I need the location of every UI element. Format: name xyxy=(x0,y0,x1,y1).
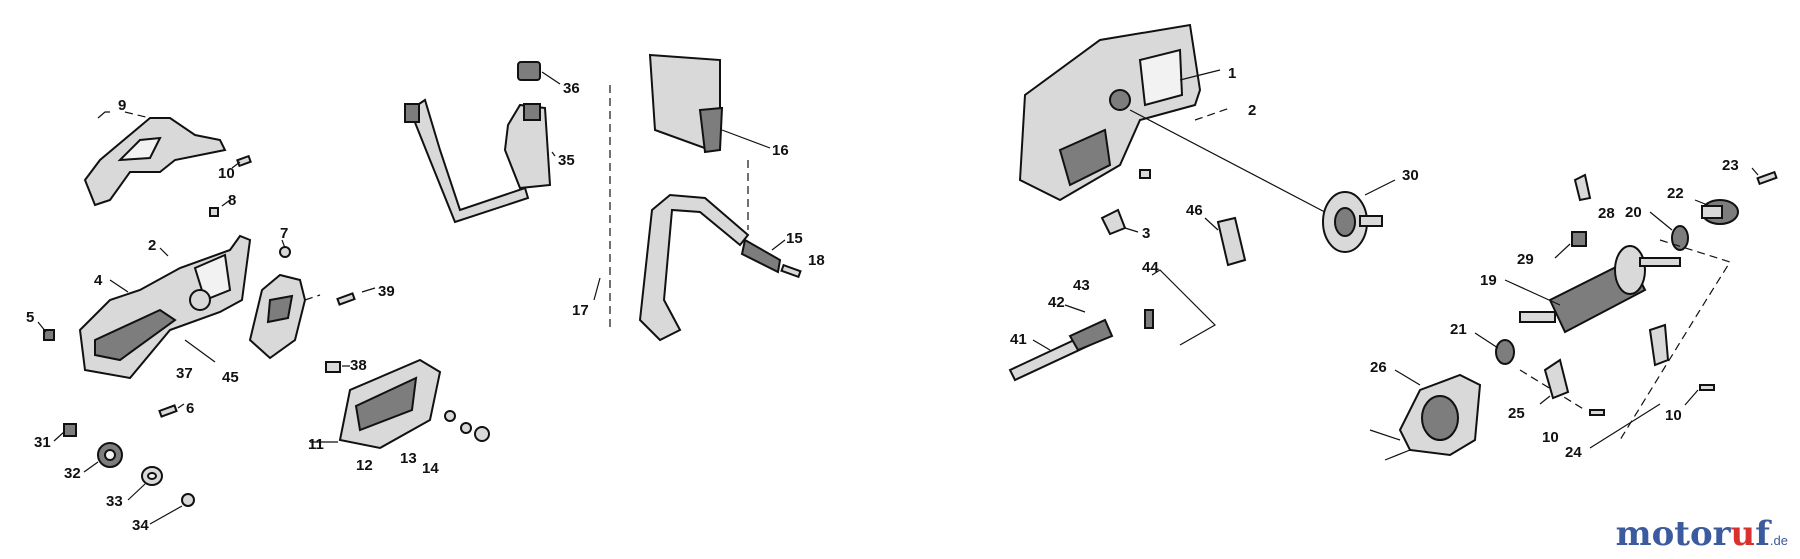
part-label-2-left: 2 xyxy=(148,237,156,254)
part-label-46: 46 xyxy=(1186,202,1203,219)
part-label-28: 28 xyxy=(1598,205,1615,222)
part-label-31: 31 xyxy=(34,434,51,451)
part-31-nut xyxy=(63,423,77,437)
part-39-screw xyxy=(336,292,356,306)
part-28-brush-spring xyxy=(1573,173,1592,202)
part-label-23: 23 xyxy=(1722,157,1739,174)
part-7-nut xyxy=(279,246,291,258)
part-label-17: 17 xyxy=(572,302,589,319)
part-label-24: 24 xyxy=(1565,444,1582,461)
part-label-10-b: 10 xyxy=(1542,429,1559,446)
part-label-22: 22 xyxy=(1667,185,1684,202)
part-2-screw xyxy=(1139,169,1151,179)
part-label-38: 38 xyxy=(350,357,367,374)
watermark-text-f: f xyxy=(1755,514,1770,554)
part-10-screw-c xyxy=(1699,384,1715,391)
part-label-11: 11 xyxy=(308,436,324,453)
part-35-oil-tank xyxy=(408,98,552,224)
part-23-screw xyxy=(1756,170,1778,186)
part-10-screw-b xyxy=(1589,409,1605,416)
part-9-handle-cover xyxy=(83,117,227,207)
part-label-18: 18 xyxy=(808,252,825,269)
part-label-30: 30 xyxy=(1402,167,1419,184)
part-label-8: 8 xyxy=(228,192,236,209)
part-label-32: 32 xyxy=(64,465,81,482)
part-10-screw xyxy=(236,154,252,168)
part-1-motor-housing xyxy=(1018,23,1202,202)
watermark-text-u: u xyxy=(1730,514,1756,554)
part-label-33: 33 xyxy=(106,493,123,510)
motoruf-watermark-logo: motoruf.de xyxy=(1616,517,1788,551)
part-8-screw xyxy=(209,207,219,217)
part-label-12: 12 xyxy=(356,457,373,474)
part-16-chain-guard xyxy=(648,53,724,154)
part-6-screw xyxy=(158,404,178,418)
part-4-housing xyxy=(78,234,252,380)
part-front-handle xyxy=(638,193,782,342)
part-18-bolt xyxy=(780,263,802,279)
part-label-10-a: 10 xyxy=(218,165,235,182)
part-label-2-right: 2 xyxy=(1248,102,1256,119)
part-label-37: 37 xyxy=(176,365,193,382)
part-label-36: 36 xyxy=(563,80,580,97)
part-label-29: 29 xyxy=(1517,251,1534,268)
watermark-text-motor: motor xyxy=(1615,514,1731,554)
part-label-16: 16 xyxy=(772,142,789,159)
part-12-13-14-fasteners xyxy=(444,410,490,442)
part-36-oil-cap xyxy=(517,61,541,81)
part-34-nut xyxy=(181,493,195,507)
part-label-19: 19 xyxy=(1480,272,1497,289)
part-30-gear xyxy=(1322,191,1383,253)
part-11-side-cover xyxy=(338,358,442,450)
part-brush-bracket-right xyxy=(1648,323,1670,367)
part-label-6: 6 xyxy=(186,400,194,417)
part-label-4: 4 xyxy=(94,272,103,289)
part-25-brush-bracket xyxy=(1543,358,1570,400)
part-label-14: 14 xyxy=(422,460,439,477)
part-label-3: 3 xyxy=(1142,225,1150,242)
part-label-25: 25 xyxy=(1508,405,1525,422)
part-label-15: 15 xyxy=(786,230,803,247)
part-label-35: 35 xyxy=(558,152,575,169)
part-label-13: 13 xyxy=(400,450,417,467)
part-22-brush-holder xyxy=(1701,199,1739,225)
part-label-44: 44 xyxy=(1142,259,1159,276)
part-19-armature xyxy=(1519,245,1681,334)
part-label-41: 41 xyxy=(1010,331,1027,348)
part-21-bearing xyxy=(1495,339,1515,365)
part-20-bearing xyxy=(1671,225,1689,251)
part-5-nut xyxy=(43,329,55,341)
part-label-21: 21 xyxy=(1450,321,1467,338)
part-label-34: 34 xyxy=(132,517,149,534)
part-label-39: 39 xyxy=(378,283,395,300)
part-label-5: 5 xyxy=(26,309,34,326)
watermark-text-tld: .de xyxy=(1769,533,1788,548)
part-label-42: 42 xyxy=(1048,294,1065,311)
part-label-45: 45 xyxy=(222,369,239,386)
part-41-power-cord xyxy=(1008,309,1154,382)
part-label-26: 26 xyxy=(1370,359,1387,376)
part-label-9: 9 xyxy=(118,97,126,114)
part-26-field-stator xyxy=(1369,373,1482,461)
part-3-clip xyxy=(1100,208,1127,236)
part-switch-assembly xyxy=(248,273,307,360)
part-label-20: 20 xyxy=(1625,204,1642,221)
part-29-carbon-brush xyxy=(1571,231,1587,247)
part-label-10-c: 10 xyxy=(1665,407,1682,424)
part-38-bushing xyxy=(325,361,341,373)
part-33-washer xyxy=(141,466,163,486)
part-label-7: 7 xyxy=(280,225,288,242)
part-label-1: 1 xyxy=(1228,65,1236,82)
part-label-43: 43 xyxy=(1073,277,1090,294)
part-32-sprocket xyxy=(97,442,123,468)
part-46-bracket xyxy=(1216,216,1247,267)
